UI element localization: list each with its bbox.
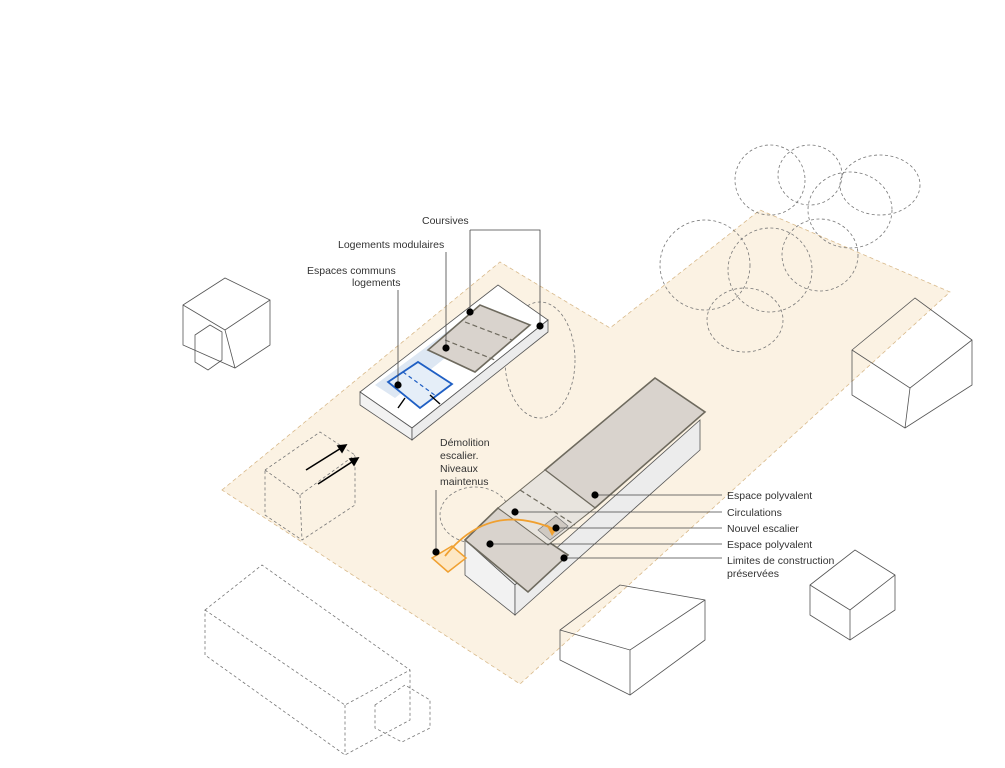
label-demolition: Démolition <box>440 437 490 449</box>
dot-marker <box>536 322 544 330</box>
leader-lines <box>397 229 722 559</box>
entrance-arrows <box>305 444 360 485</box>
polyvalent-roof-south <box>463 506 570 594</box>
label-circulations: Circulations <box>727 507 782 519</box>
house-bottom-left <box>204 564 431 756</box>
dot-markers <box>394 308 599 562</box>
dot-marker <box>486 540 494 548</box>
dot-marker <box>442 344 450 352</box>
label-coursives: Coursives <box>422 215 469 227</box>
circulation-zone <box>497 469 596 546</box>
house-top-left <box>182 277 271 371</box>
label-demolition-niveaux: Niveaux <box>440 463 479 475</box>
common-space-arrows <box>397 394 441 409</box>
dot-marker <box>466 308 474 316</box>
label-nouvel-escalier: Nouvel escalier <box>727 523 799 535</box>
house-bottom-center <box>559 584 706 696</box>
label-logements-modulaires: Logements modulaires <box>338 239 444 251</box>
label-espace-polyvalent-2: Espace polyvalent <box>727 539 812 551</box>
house-bottom-right <box>809 549 896 641</box>
dot-marker <box>591 491 599 499</box>
dot-marker <box>432 548 440 556</box>
dot-marker <box>511 508 519 516</box>
dot-marker <box>552 524 560 532</box>
dot-marker <box>394 381 402 389</box>
label-espaces-communs-logements: logements <box>352 277 400 289</box>
trees <box>439 144 921 544</box>
modular-housing-roof <box>426 304 532 373</box>
demolished-stair-orange <box>430 518 557 573</box>
label-espaces-communs: Espaces communs <box>307 265 396 277</box>
polyvalent-building <box>463 376 707 616</box>
house-top-right <box>851 297 973 429</box>
label-espace-polyvalent-1: Espace polyvalent <box>727 490 812 502</box>
label-limites-construction: Limites de construction <box>727 555 835 567</box>
label-limites-preservees: préservées <box>727 568 779 580</box>
house-left-dashed <box>264 431 356 541</box>
dot-marker <box>560 554 568 562</box>
arrow-icon <box>546 524 556 536</box>
label-demolition-maintenus: maintenus <box>440 476 488 488</box>
arrow-icon <box>348 457 360 467</box>
label-demolition-escalier: escalier. <box>440 450 479 462</box>
housing-building <box>359 284 549 441</box>
arrow-icon <box>336 444 348 454</box>
